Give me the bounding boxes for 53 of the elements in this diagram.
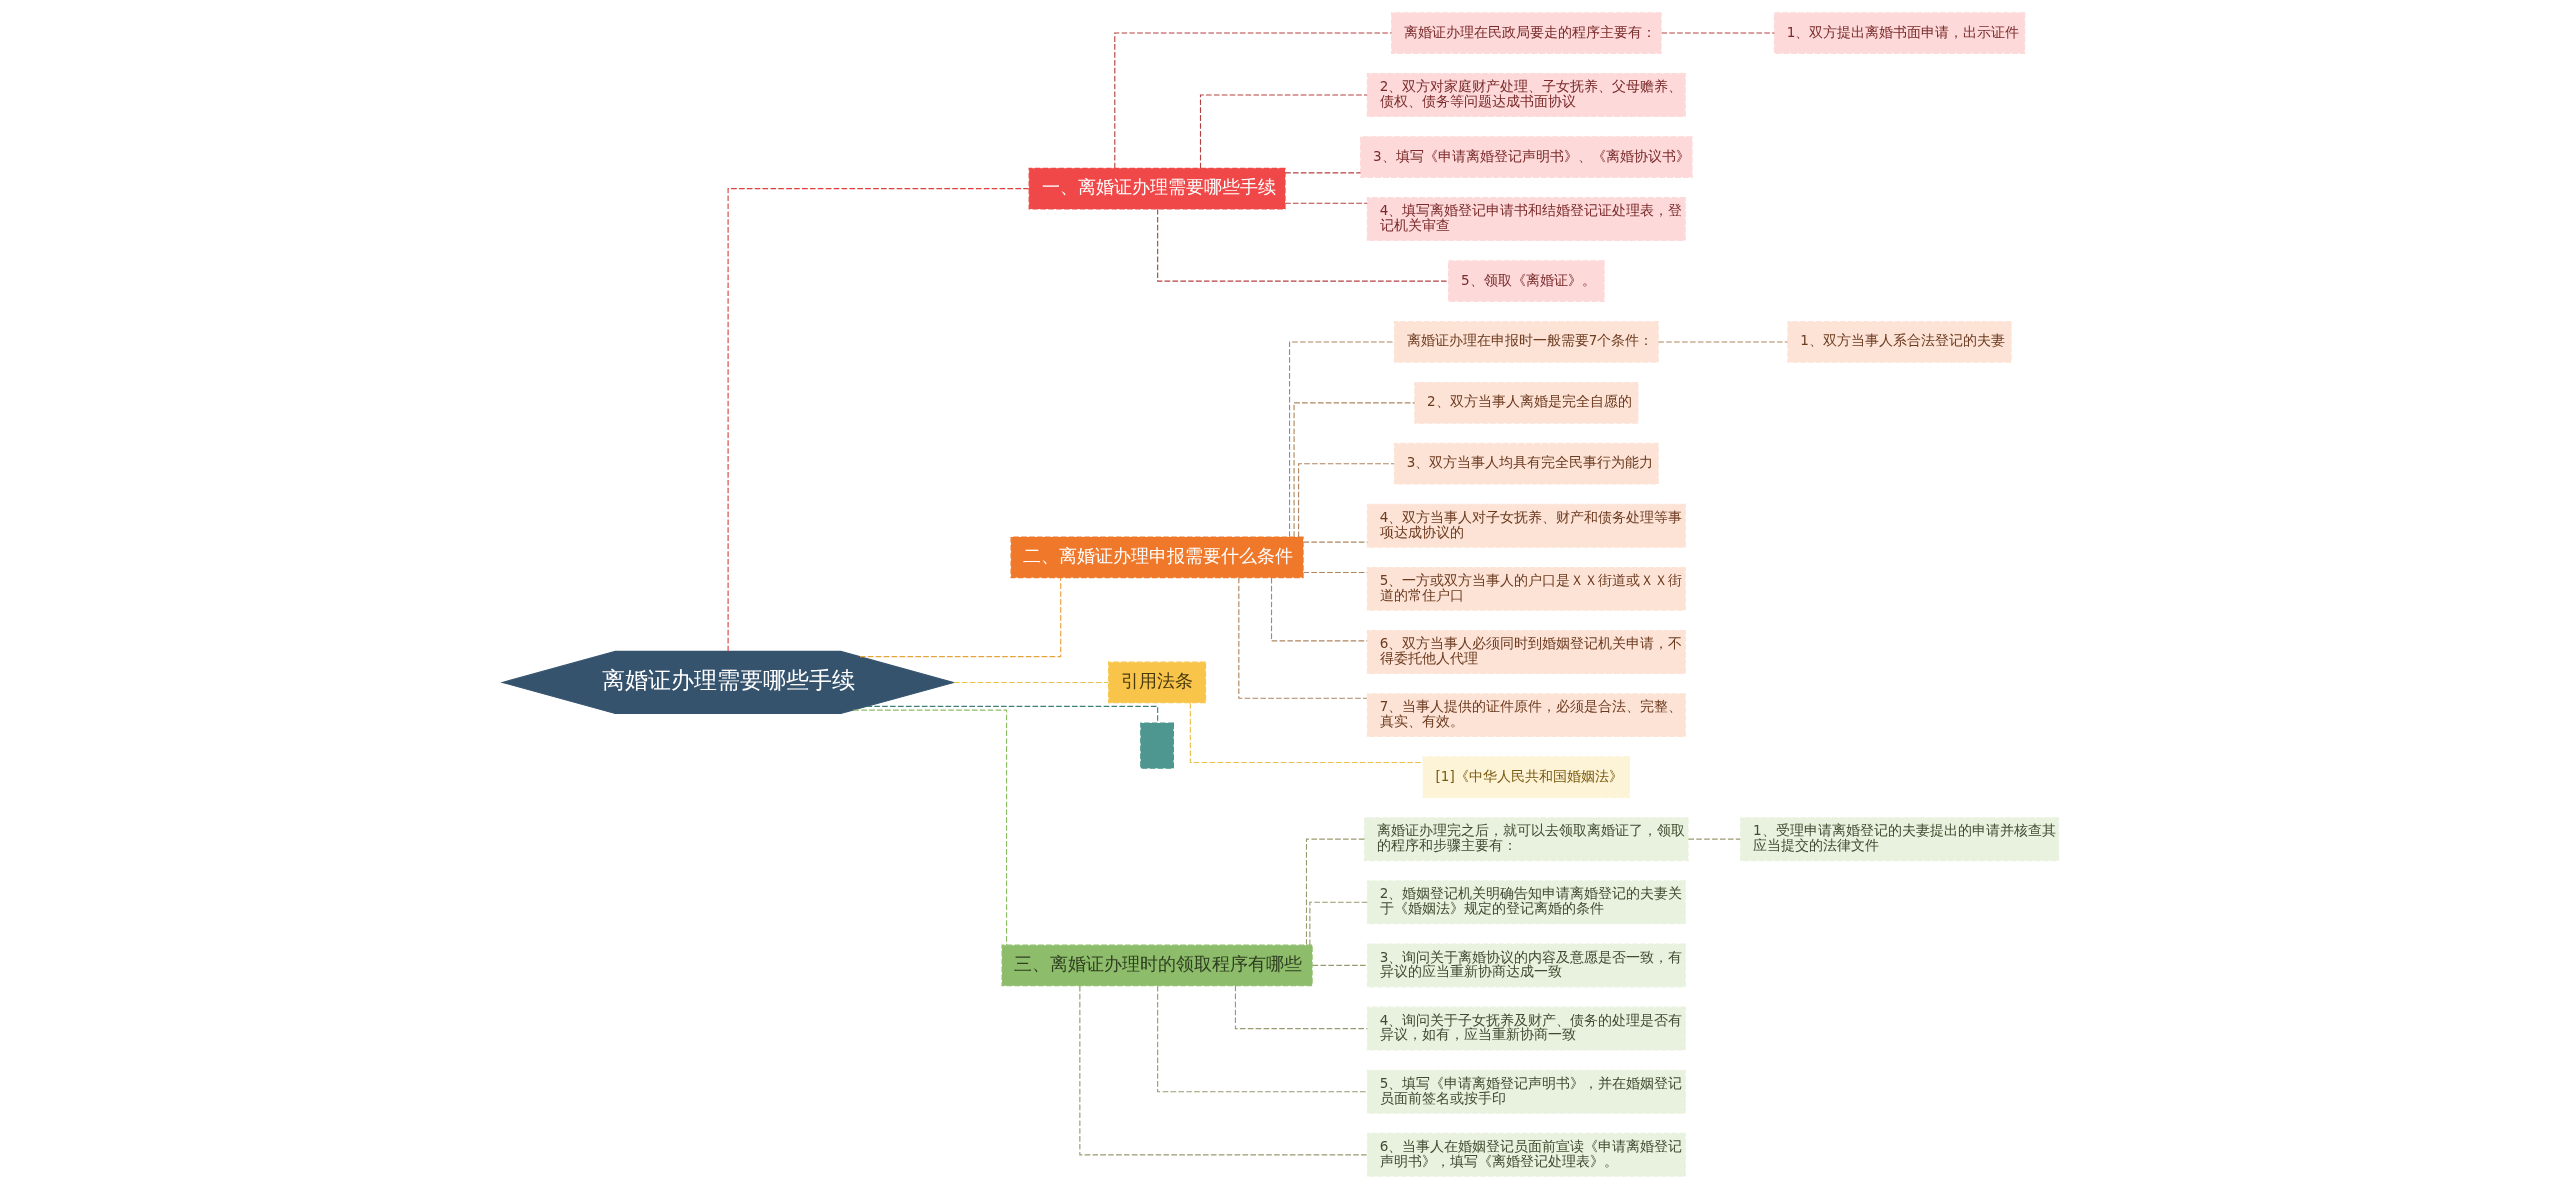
connector <box>1657 341 1788 343</box>
node-box: 2、双方当事人离婚是完全自愿的 <box>1413 381 1638 424</box>
connector <box>1302 541 1368 543</box>
node-box <box>1139 722 1174 769</box>
node-box: 二、离婚证办理申报需要什么条件 <box>1010 536 1304 579</box>
node-box: 5、填写《申请离婚登记声明书》，并在婚姻登记员面前签名或按手印 <box>1366 1069 1686 1114</box>
node-box: 7、当事人提供的证件原件，必须是合法、完整、真实、有效。 <box>1366 693 1686 738</box>
connector <box>852 709 1007 946</box>
connector <box>1156 985 1368 1093</box>
connector <box>727 188 1030 652</box>
node-box: 6、双方当事人必须同时到婚姻登记机关申请，不得委托他人代理 <box>1366 630 1686 674</box>
node-box: 1、双方当事人系合法登记的夫妻 <box>1786 321 2012 363</box>
node-box: 4、双方当事人对子女抚养、财产和债务处理等事项达成协议的 <box>1366 503 1686 548</box>
connector <box>1199 94 1368 169</box>
connector <box>865 705 1158 724</box>
node-box: 5、领取《离婚证》。 <box>1447 260 1605 302</box>
connector <box>1305 838 1365 946</box>
node-box: 2、双方对家庭财产处理、子女抚养、父母赡养、债权、债务等问题达成书面协议 <box>1366 73 1686 118</box>
node-box: 离婚证办理在民政局要走的程序主要有： <box>1390 12 1662 54</box>
connector <box>1308 901 1368 946</box>
node-box: [1]《中华人民共和国婚姻法》 <box>1422 756 1630 798</box>
connector <box>952 681 1109 683</box>
connector <box>1113 32 1392 169</box>
connector <box>1078 985 1368 1156</box>
connector <box>1156 208 1449 282</box>
connector <box>1189 702 1423 764</box>
connector <box>1687 838 1741 840</box>
connector <box>1270 577 1368 642</box>
node-box: 离婚证办理在申报时一般需要7个条件： <box>1393 321 1659 363</box>
connector <box>1284 202 1368 204</box>
node-box: 1、双方提出离婚书面申请，出示证件 <box>1773 12 2025 54</box>
connector <box>1284 172 1361 174</box>
node-box: 5、一方或双方当事人的户口是ＸＸ街道或ＸＸ街道的常住户口 <box>1366 566 1686 611</box>
node-box: 3、双方当事人均具有完全民事行为能力 <box>1393 442 1659 485</box>
node-box: 一、离婚证办理需要哪些手续 <box>1028 167 1286 210</box>
node-box: 1、受理申请离婚登记的夫妻提出的申请并核查其应当提交的法律文件 <box>1739 817 2059 862</box>
node-box: 离婚证办理完之后，就可以去领取离婚证了，领取的程序和步骤主要有： <box>1363 817 1689 862</box>
node-box: 2、婚姻登记机关明确告知申请离婚登记的夫妻关于《婚姻法》规定的登记离婚的条件 <box>1366 880 1686 925</box>
node-box: 引用法条 <box>1107 661 1206 704</box>
connector <box>1311 964 1368 966</box>
connector <box>858 577 1061 658</box>
node-box: 3、填写《申请离婚登记声明书》、《离婚协议书》 <box>1359 136 1693 178</box>
connector <box>1293 402 1415 538</box>
connector <box>1302 571 1368 574</box>
connector <box>1234 985 1368 1030</box>
connector <box>1288 341 1395 538</box>
node-box: 4、填写离婚登记申请书和结婚登记证处理表，登记机关审查 <box>1366 197 1686 242</box>
node-box: 4、询问关于子女抚养及财产、债务的处理是否有异议，如有，应当重新协商一致 <box>1366 1006 1686 1051</box>
connector <box>1297 463 1395 538</box>
node-box: 三、离婚证办理时的领取程序有哪些 <box>1001 944 1313 987</box>
connector <box>1237 577 1368 699</box>
node-box: 6、当事人在婚姻登记员面前宣读《申请离婚登记声明书》，填写《离婚登记处理表》。 <box>1366 1132 1686 1177</box>
node-box: 3、询问关于离婚协议的内容及意愿是否一致，有异议的应当重新协商达成一致 <box>1366 943 1686 988</box>
